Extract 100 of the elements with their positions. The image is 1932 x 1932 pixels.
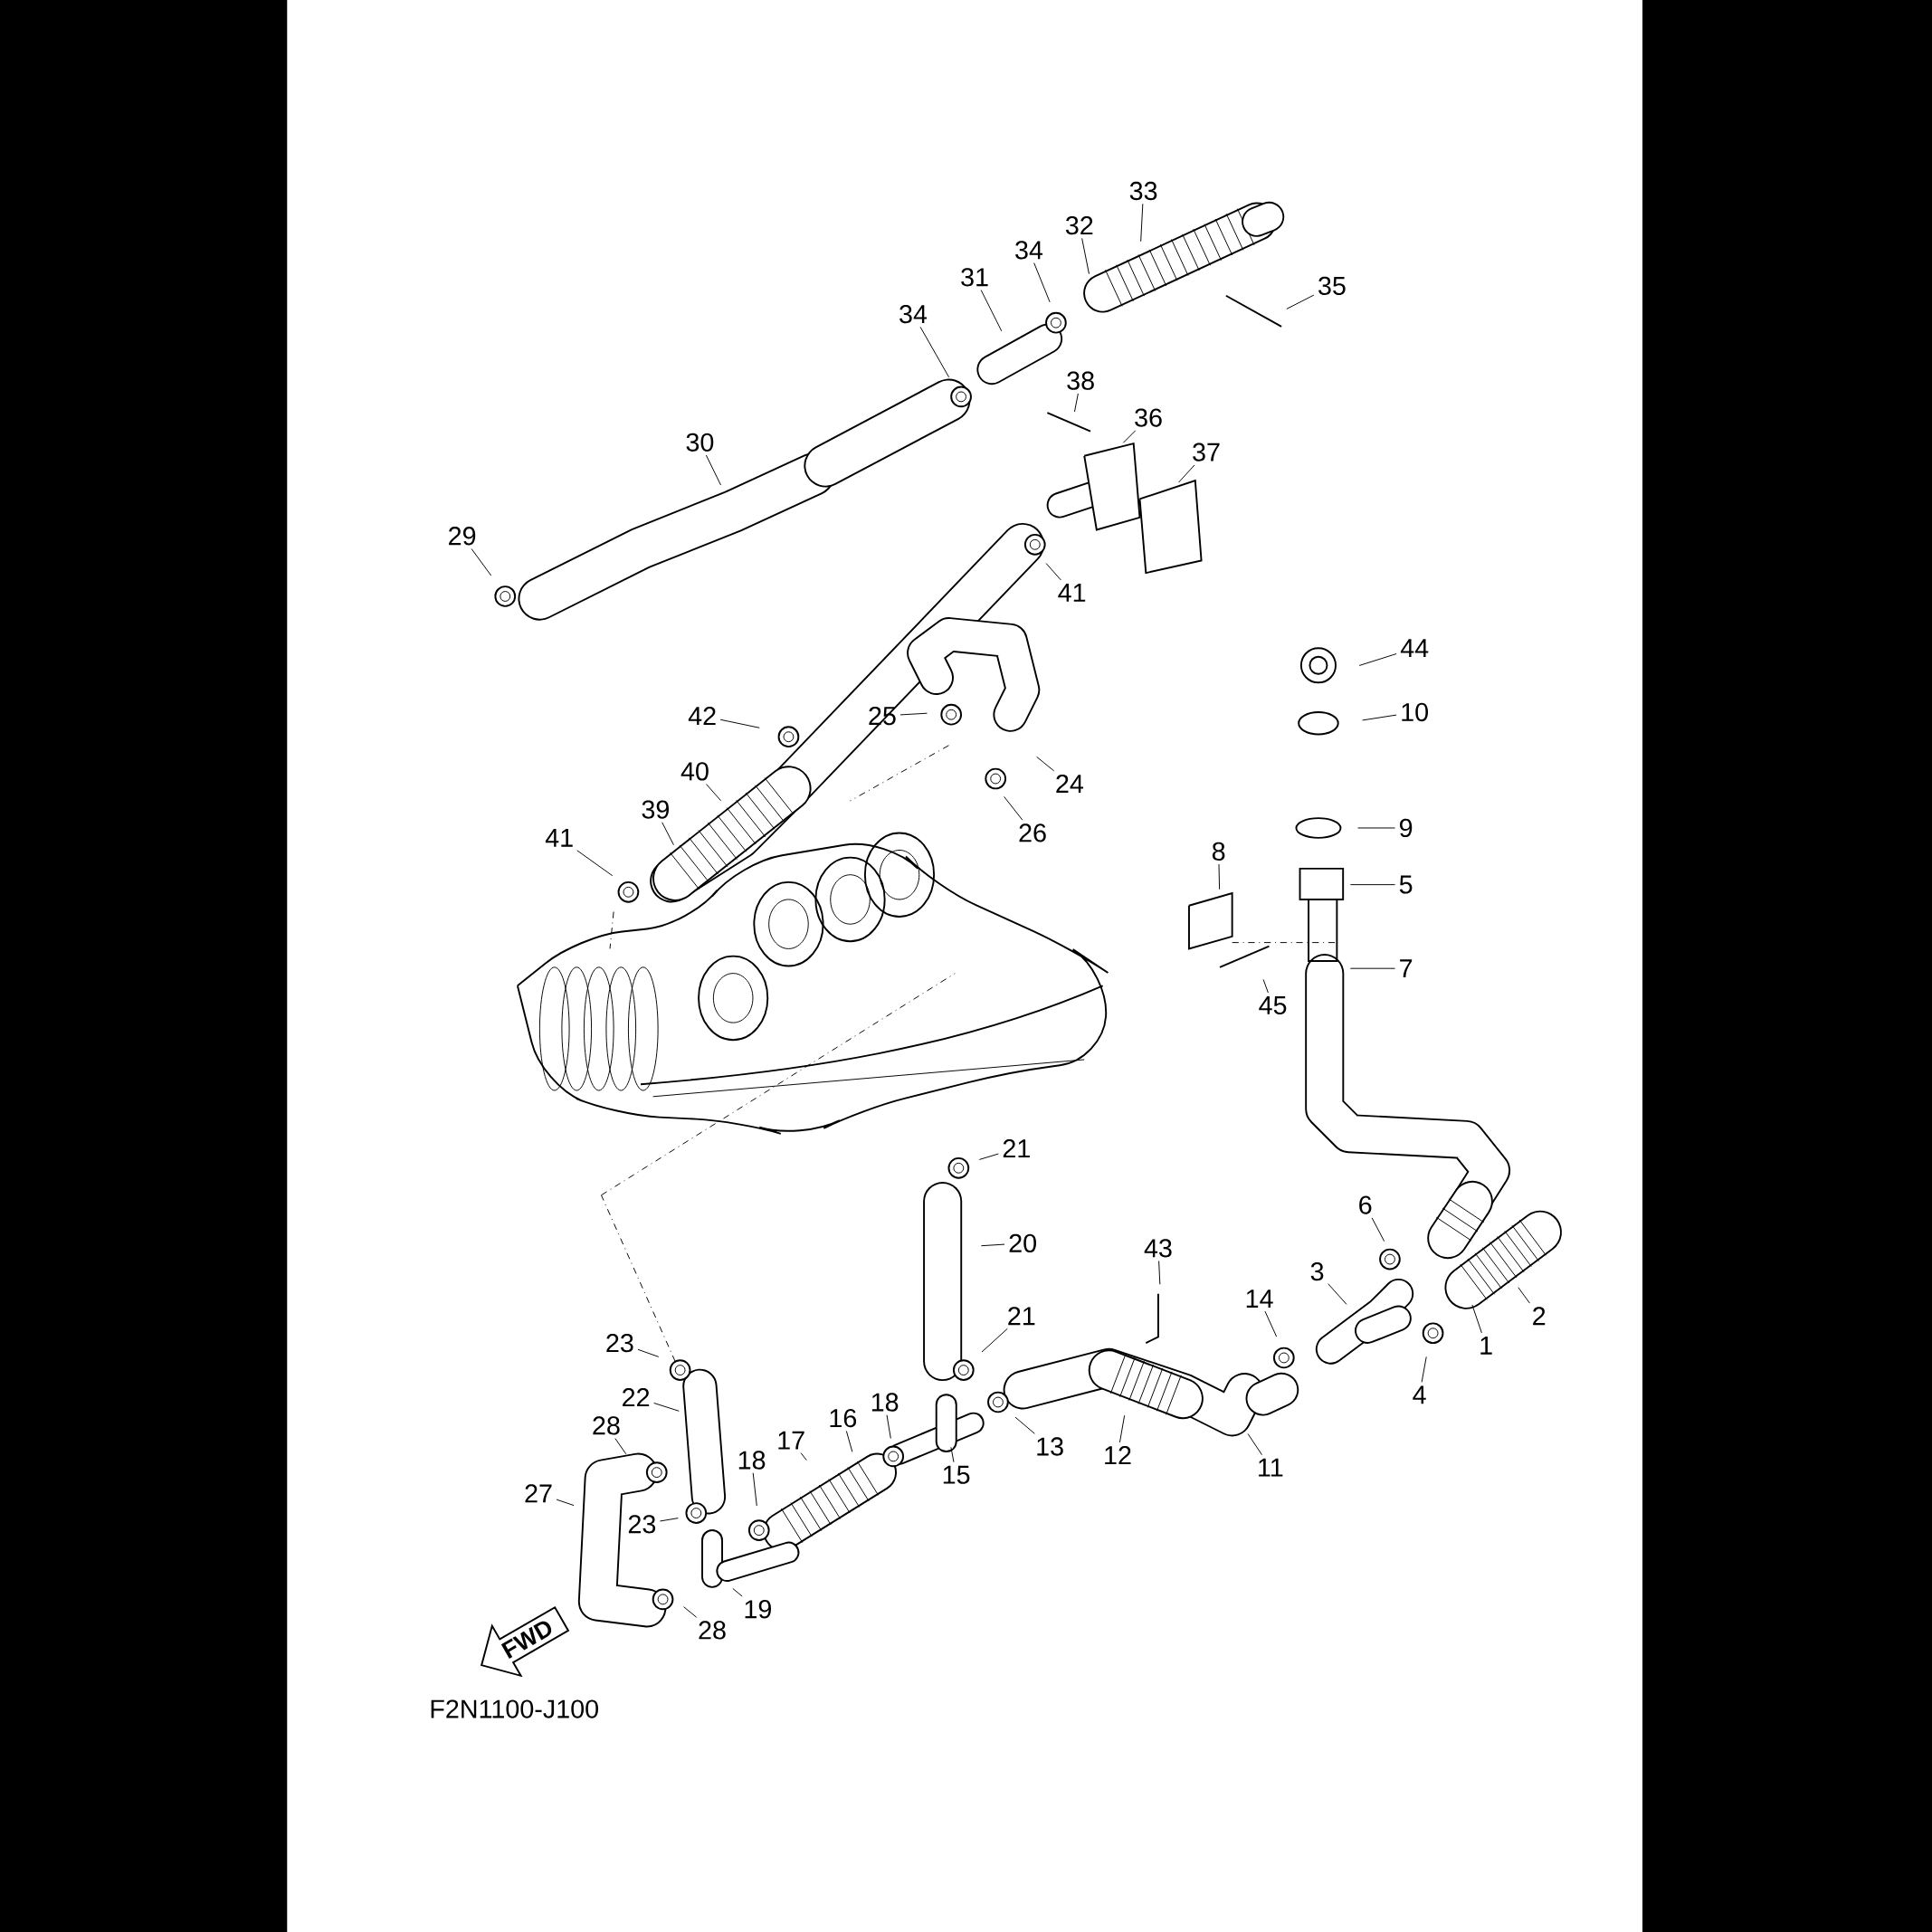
leader-line: [719, 719, 760, 728]
leader-line: [1158, 1261, 1161, 1285]
callout-number: 28: [593, 1416, 620, 1435]
callout-number: 22: [623, 1388, 650, 1407]
callout-number: 23: [628, 1515, 656, 1534]
callout-number: 11: [1259, 1458, 1283, 1477]
leader-line: [886, 1414, 891, 1439]
leader-line: [1421, 1356, 1427, 1383]
leader-line: [732, 1587, 743, 1597]
callout-number: 29: [449, 527, 476, 546]
callout-number: 23: [606, 1334, 633, 1353]
leader-line: [1264, 1310, 1278, 1337]
leader-line: [1122, 430, 1137, 443]
callout-number: 7: [1400, 959, 1413, 978]
callout-number: 33: [1129, 181, 1157, 201]
callout-number: 21: [1003, 1139, 1030, 1157]
leader-line: [1178, 464, 1195, 483]
callout-number: 45: [1259, 996, 1287, 1015]
callout-number: 27: [525, 1484, 552, 1503]
callout-number: 5: [1399, 875, 1413, 894]
callout-number: 41: [545, 829, 573, 847]
leader-line: [1004, 795, 1023, 821]
callout-number: 8: [1212, 842, 1225, 861]
leader-line: [845, 1430, 853, 1452]
callout-number: 44: [1400, 639, 1429, 658]
callout-number: 39: [642, 800, 669, 819]
leader-line: [637, 1348, 660, 1357]
callout-number: 34: [1015, 241, 1043, 260]
callout-number: 42: [688, 707, 716, 726]
callout-number: 34: [899, 305, 928, 324]
callout-number: 9: [1400, 818, 1413, 838]
leader-line: [614, 1438, 627, 1455]
leader-line: [978, 1153, 999, 1160]
callout-number: 12: [1105, 1446, 1131, 1465]
leader-line: [800, 1452, 807, 1461]
leader-line: [1349, 884, 1396, 886]
leader-line: [1081, 237, 1090, 275]
callout-number: 15: [943, 1465, 970, 1484]
leader-line: [1328, 1283, 1347, 1305]
leader-line: [706, 784, 722, 802]
callout-number: 20: [1009, 1233, 1036, 1252]
drawing-number: F2N1100-J100: [431, 1699, 598, 1718]
leader-line: [1349, 967, 1396, 969]
leader-line: [1036, 756, 1055, 772]
callout-number: 41: [1058, 584, 1086, 602]
leader-line: [1014, 1416, 1035, 1434]
leader-line: [980, 290, 1003, 332]
callout-number: 10: [1402, 702, 1428, 722]
callout-number: 38: [1067, 371, 1094, 390]
callout-number: 13: [1037, 1437, 1063, 1456]
callout-number: 21: [1008, 1307, 1035, 1326]
leader-line: [683, 1606, 698, 1618]
callout-number: 17: [778, 1431, 804, 1450]
leader-line: [981, 1328, 1008, 1353]
leader-line: [705, 454, 721, 486]
callout-number: 4: [1413, 1385, 1426, 1404]
leader-line: [1471, 1304, 1482, 1334]
leader-line: [752, 1472, 757, 1507]
callout-number: 37: [1193, 443, 1220, 462]
callout-number: 16: [830, 1409, 857, 1428]
leader-line: [1140, 203, 1144, 243]
leader-line: [556, 1499, 575, 1507]
callout-number: 24: [1056, 774, 1083, 793]
callout-number: 30: [686, 433, 714, 452]
leader-line: [1218, 863, 1221, 890]
leader-line: [659, 1518, 679, 1522]
callout-number: 35: [1318, 276, 1346, 295]
callout-number: 36: [1135, 408, 1162, 427]
callout-number: 40: [680, 762, 709, 781]
leader-line: [1358, 653, 1397, 666]
leader-line: [661, 822, 674, 846]
leader-line: [1357, 827, 1396, 829]
callout-number: 6: [1359, 1195, 1372, 1214]
callout-number: 26: [1019, 823, 1046, 842]
leader-line: [1074, 393, 1079, 413]
leader-line: [1262, 978, 1269, 994]
leader-line: [1286, 294, 1315, 309]
callout-number: 18: [738, 1451, 766, 1470]
callout-number: 3: [1310, 1262, 1324, 1281]
leader-line: [1247, 1433, 1263, 1456]
callout-number: 18: [871, 1393, 899, 1412]
leader-line: [1371, 1217, 1385, 1242]
callout-number: 2: [1533, 1307, 1546, 1326]
callout-number: 1: [1480, 1337, 1492, 1355]
callout-number: 43: [1144, 1239, 1172, 1258]
leader-line: [576, 850, 614, 877]
leader-line: [980, 1243, 1005, 1247]
leader-line: [1362, 714, 1397, 721]
leader-line: [653, 1403, 680, 1412]
callout-number: 19: [745, 1600, 771, 1619]
leader-line: [471, 548, 492, 576]
leader-line: [1033, 262, 1051, 303]
leader-line: [919, 326, 950, 378]
callout-number: 28: [699, 1621, 726, 1640]
leader-line: [1118, 1414, 1126, 1443]
leader-line: [1045, 563, 1061, 581]
leader-line: [1518, 1287, 1530, 1304]
leader-line: [899, 712, 928, 716]
callout-number: 14: [1246, 1290, 1273, 1308]
callout-number: 32: [1065, 216, 1093, 235]
